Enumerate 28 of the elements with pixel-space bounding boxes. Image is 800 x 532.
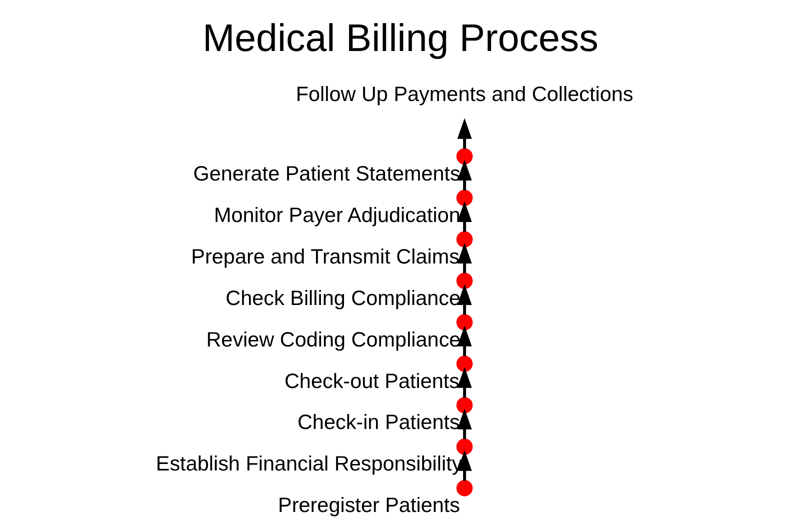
node-circle: [456, 397, 472, 414]
node-label: Prepare and Transmit Claims: [190, 245, 459, 268]
arrow: [456, 118, 472, 149]
node-circle: [456, 190, 472, 206]
node-circle: [456, 438, 472, 455]
node-circle: [456, 314, 472, 330]
arrow: [456, 201, 472, 232]
node-label: Check-out Patients: [284, 370, 460, 393]
node-label: Check Billing Compliance: [225, 286, 460, 310]
arrow: [456, 367, 472, 398]
node-label: Monitor Payer Adjudication: [213, 204, 460, 227]
arrow: [456, 242, 472, 274]
node-circle: [456, 480, 472, 496]
arrow: [456, 284, 472, 315]
diagram-title: Medical Billing Process: [202, 16, 598, 60]
node-circle: [456, 148, 472, 165]
node-label: Review Coding Compliance: [206, 328, 460, 352]
node-label: Check-in Patients: [296, 411, 460, 434]
arrow: [456, 326, 472, 356]
arrow: [456, 408, 472, 440]
arrow: [456, 450, 472, 481]
node-label: Generate Patient Statements: [192, 162, 460, 186]
node-text: Follow Up Payments and Collections: [295, 83, 633, 106]
node-circle: [456, 231, 472, 248]
node-circle: [456, 356, 472, 372]
arrow: [456, 160, 472, 190]
node-circle: [456, 272, 472, 289]
node-label: Preregister Patients: [278, 494, 460, 518]
